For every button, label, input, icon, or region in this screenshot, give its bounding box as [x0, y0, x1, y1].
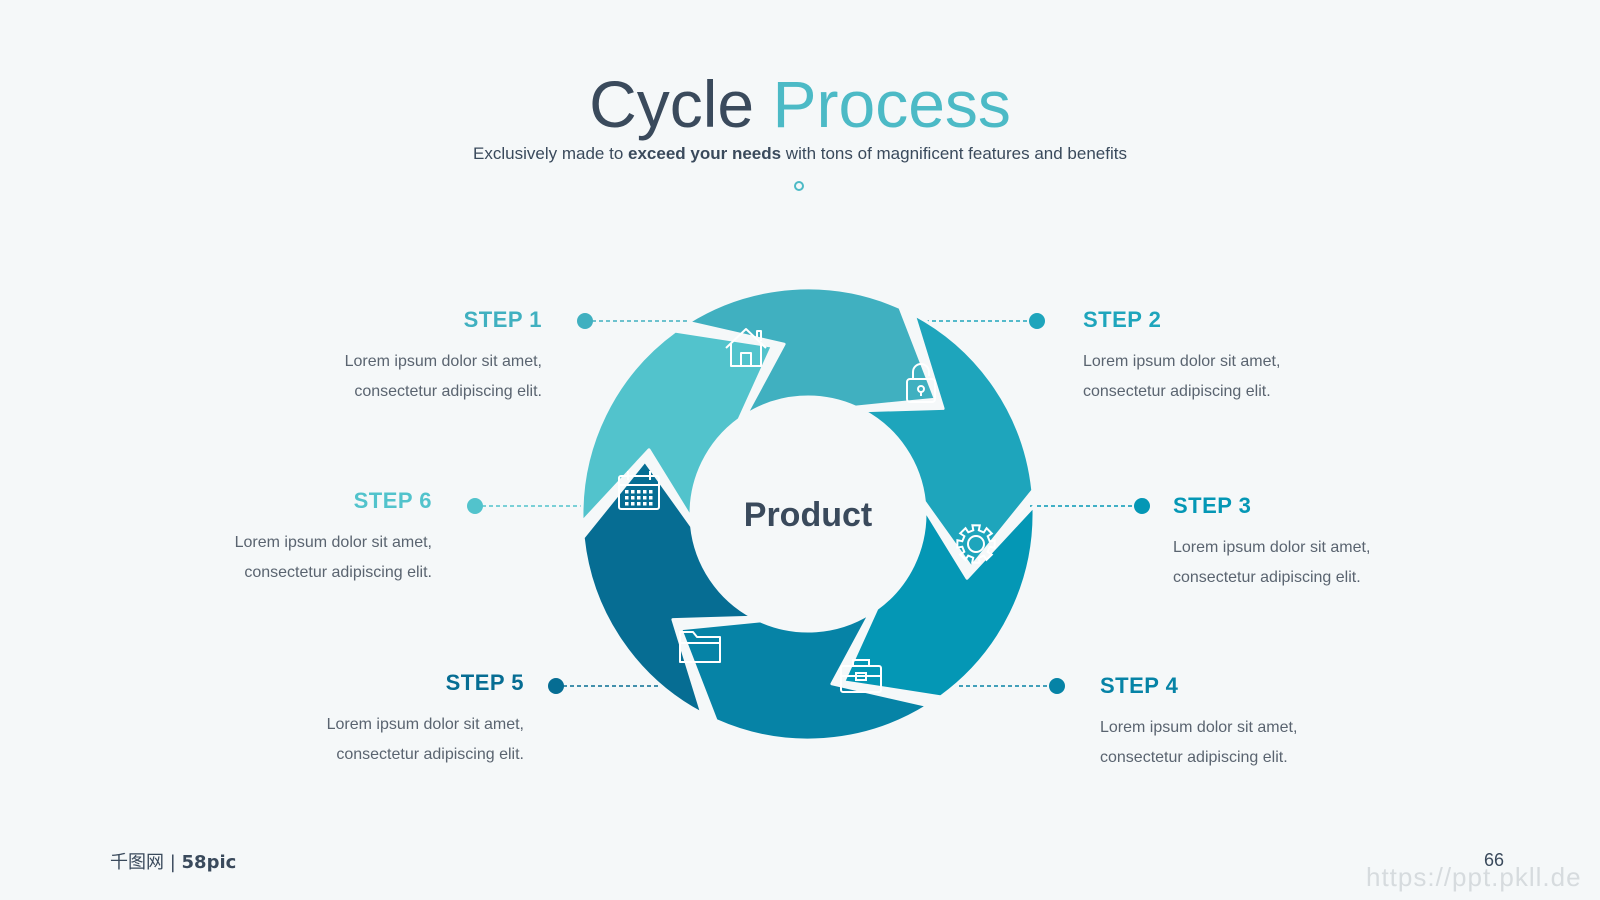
step-1-label: STEP 1 — [463, 307, 542, 332]
calendar-day-dot — [637, 502, 641, 506]
connector-step-3 — [1030, 498, 1150, 514]
footer-logo-cn: 千图网 — [110, 852, 164, 873]
step-5-description: Lorem ipsum dolor sit amet, consectetur … — [280, 710, 524, 770]
step-4-label: STEP 4 — [1100, 673, 1179, 698]
connector-step-1 — [577, 313, 695, 329]
step-4-desc-line2: consectetur adipiscing elit. — [1100, 749, 1288, 766]
briefcase-icon — [840, 659, 882, 693]
cycle-ring — [580, 286, 1036, 742]
step-6-block: STEP 6 Lorem ipsum dolor sit amet, conse… — [190, 488, 432, 588]
slide-subtitle: Exclusively made to exceed your needs wi… — [0, 144, 1600, 164]
calendar-day-dot — [643, 502, 647, 506]
gear-icon — [956, 524, 996, 564]
step-2-desc-line1: Lorem ipsum dolor sit amet, — [1083, 353, 1281, 370]
calendar-day-dot — [643, 496, 647, 500]
step-1-block: STEP 1 Lorem ipsum dolor sit amet, conse… — [300, 307, 542, 407]
calendar-day-dot — [625, 502, 629, 506]
calendar-icon — [618, 471, 660, 510]
slide-title: Cycle Process — [0, 64, 1600, 144]
calendar-day-dot — [625, 490, 629, 494]
subtitle-post: with tons of magnificent features and be… — [781, 144, 1127, 163]
calendar-day-dot — [625, 496, 629, 500]
slide-title-part2: Process — [772, 67, 1011, 141]
subtitle-bold: exceed your needs — [628, 144, 782, 163]
step-3-desc-line2: consectetur adipiscing elit. — [1173, 569, 1361, 586]
step-5-block: STEP 5 Lorem ipsum dolor sit amet, conse… — [280, 670, 524, 770]
calendar-day-dot — [631, 490, 635, 494]
calendar-day-dot — [637, 496, 641, 500]
page-number: 66 — [1484, 850, 1505, 870]
calendar-day-dot — [649, 502, 653, 506]
connector-step-4 — [945, 678, 1065, 694]
step-2-desc-line2: consectetur adipiscing elit. — [1083, 383, 1271, 400]
step-5-label: STEP 5 — [445, 670, 524, 695]
step-4-block: STEP 4 Lorem ipsum dolor sit amet, conse… — [1100, 673, 1360, 773]
step-6-label: STEP 6 — [353, 488, 432, 513]
subtitle-pre: Exclusively made to — [473, 144, 628, 163]
center-label: Product — [744, 496, 872, 534]
step-1-desc-line2: consectetur adipiscing elit. — [354, 383, 542, 400]
step-3-desc-line1: Lorem ipsum dolor sit amet, — [1173, 539, 1371, 556]
folder-icon — [679, 631, 721, 663]
step-6-description: Lorem ipsum dolor sit amet, consectetur … — [190, 528, 432, 588]
step-3-block: STEP 3 Lorem ipsum dolor sit amet, conse… — [1173, 493, 1433, 593]
connector-step-2 — [925, 313, 1045, 329]
calendar-day-dot — [649, 496, 653, 500]
slide-title-part1: Cycle — [589, 67, 755, 141]
step-4-description: Lorem ipsum dolor sit amet, consectetur … — [1100, 713, 1360, 773]
step-1-desc-line1: Lorem ipsum dolor sit amet, — [344, 353, 542, 370]
step-3-label: STEP 3 — [1173, 493, 1252, 518]
step-6-desc-line2: consectetur adipiscing elit. — [244, 564, 432, 581]
padlock-icon — [906, 363, 936, 403]
footer-logo: 千图网 | 58pic — [110, 852, 237, 873]
calendar-day-dot — [631, 496, 635, 500]
step-3-description: Lorem ipsum dolor sit amet, consectetur … — [1173, 533, 1433, 593]
connector-step-5 — [548, 678, 668, 694]
step-2-description: Lorem ipsum dolor sit amet, consectetur … — [1083, 347, 1343, 407]
calendar-day-dot — [631, 502, 635, 506]
step-4-desc-line1: Lorem ipsum dolor sit amet, — [1100, 719, 1298, 736]
step-6-desc-line1: Lorem ipsum dolor sit amet, — [234, 534, 432, 551]
watermark: https://ppt.pkll.de — [1366, 862, 1582, 892]
connector-step-6 — [467, 498, 587, 514]
step-1-description: Lorem ipsum dolor sit amet, consectetur … — [300, 347, 542, 407]
title-decoration-dot — [794, 181, 804, 191]
step-5-desc-line2: consectetur adipiscing elit. — [336, 746, 524, 763]
footer-logo-brand: 58pic — [181, 852, 237, 873]
step-2-block: STEP 2 Lorem ipsum dolor sit amet, conse… — [1083, 307, 1343, 407]
step-2-label: STEP 2 — [1083, 307, 1162, 332]
center-circle — [690, 396, 926, 632]
calendar-day-dot — [643, 490, 647, 494]
calendar-day-dot — [649, 490, 653, 494]
home-icon — [725, 328, 767, 367]
step-5-desc-line1: Lorem ipsum dolor sit amet, — [326, 716, 524, 733]
calendar-day-dot — [637, 490, 641, 494]
